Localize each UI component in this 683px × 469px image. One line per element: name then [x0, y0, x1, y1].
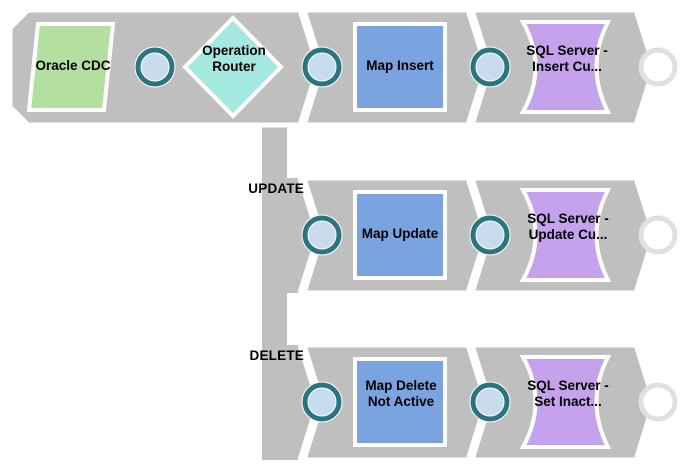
map-update-shape[interactable]	[353, 190, 447, 280]
row-delete-endpoint[interactable]	[638, 382, 678, 422]
row-delete-band-inlet	[262, 345, 318, 460]
row-insert-endpoint[interactable]	[638, 47, 678, 87]
connector-after-map-insert-ring	[470, 47, 510, 87]
sql-server-update-shape[interactable]	[519, 188, 612, 282]
connector-before-map-delete-ring	[302, 382, 342, 422]
map-insert-shape[interactable]	[353, 22, 447, 112]
operation-router-shape[interactable]	[182, 15, 284, 119]
row-update-band-inlet	[262, 178, 318, 293]
connector-before-map-update-ring	[302, 215, 342, 255]
sql-server-set-inactive-shape[interactable]	[519, 355, 612, 449]
row-insert[interactable]	[7, 7, 678, 128]
row-update-endpoint[interactable]	[638, 215, 678, 255]
connector-after-map-delete-ring	[470, 382, 510, 422]
oracle-cdc-shape[interactable]	[26, 22, 116, 112]
row-update[interactable]	[262, 175, 678, 296]
map-delete-not-active-shape[interactable]	[353, 357, 447, 447]
connector-after-oracle-cdc-ring	[135, 47, 175, 87]
row-delete[interactable]	[262, 342, 678, 463]
connector-after-map-update-ring	[470, 215, 510, 255]
sql-server-insert-shape[interactable]	[519, 20, 612, 114]
connector-after-operation-router-ring	[302, 47, 342, 87]
